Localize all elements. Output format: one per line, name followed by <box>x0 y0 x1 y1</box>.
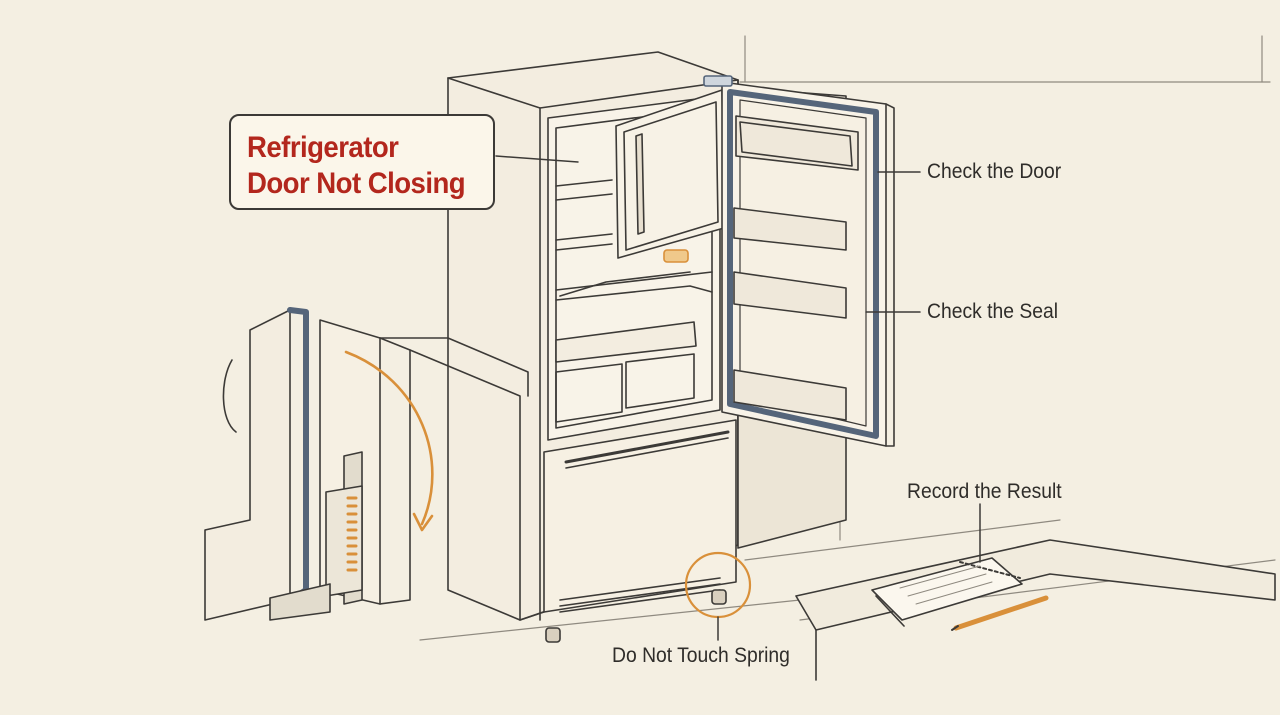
right-door <box>703 75 895 447</box>
title-box: Refrigerator Door Not Closing <box>229 114 495 210</box>
label-check-seal: Check the Seal <box>927 300 1059 323</box>
freezer-drawer <box>519 419 737 643</box>
title-line-1: Refrigerator <box>247 131 399 164</box>
label-record-result: Record the Result <box>907 480 1062 503</box>
label-check-door: Check the Door <box>927 160 1062 183</box>
label-do-not-touch-spring: Do Not Touch Spring <box>612 644 790 667</box>
hinge-closeup <box>204 307 529 621</box>
callout-leader-lines <box>495 155 981 641</box>
counter-with-notepad <box>795 539 1276 681</box>
title-line-2: Door Not Closing <box>247 167 466 200</box>
left-door <box>615 89 725 259</box>
